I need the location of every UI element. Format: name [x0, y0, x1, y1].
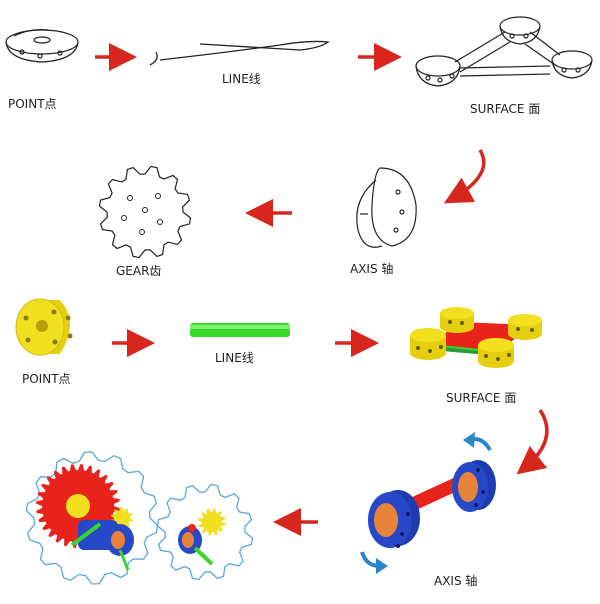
- model-surface: [410, 307, 542, 368]
- sketch-surface: [415, 16, 593, 87]
- model-point-disc: [15, 298, 73, 356]
- arrow-model-surface-to-axis: [516, 409, 549, 475]
- model-gear-assembly: [25, 451, 254, 585]
- sketch-point-disc: [5, 29, 79, 63]
- sketch-axis-wheel: [356, 167, 417, 248]
- rotate-arrow-bottom-head: [376, 558, 388, 574]
- label-model-axis: AXIS 轴: [434, 574, 478, 588]
- label-sketch-axis: AXIS 轴: [350, 262, 394, 276]
- model-axis-wheel-left: [368, 490, 420, 548]
- label-sketch-line: LINE线: [222, 72, 261, 86]
- label-model-point: POINT点: [22, 372, 71, 386]
- label-sketch-point: POINT点: [8, 97, 57, 111]
- model-axis: [368, 460, 496, 548]
- label-model-surface: SURFACE 面: [446, 391, 517, 405]
- model-line-rod: [190, 323, 290, 337]
- label-sketch-gear: GEAR齿: [116, 264, 162, 278]
- rotate-arrow-top-head: [463, 432, 475, 448]
- model-axis-wheel-right: [452, 460, 496, 512]
- sketch-line-stroke: [149, 40, 330, 66]
- label-sketch-surface: SURFACE 面: [470, 102, 541, 116]
- sketch-gear: [98, 165, 192, 259]
- arrow-sketch-surface-to-axis: [443, 149, 486, 204]
- label-model-line: LINE线: [215, 351, 254, 365]
